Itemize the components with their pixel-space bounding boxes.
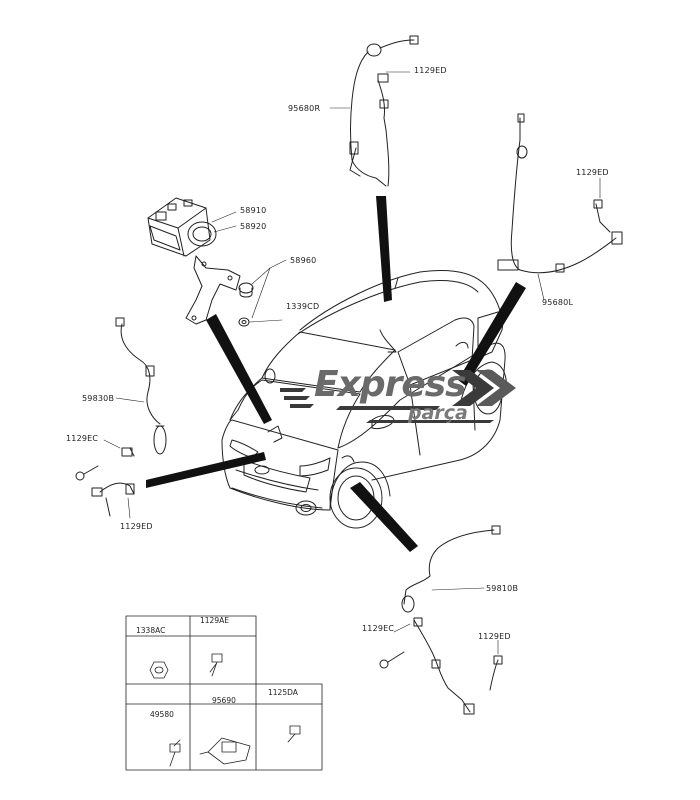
express-parca-logo: Express parça	[280, 362, 520, 432]
table-cell-label: 95690	[212, 696, 236, 705]
callout-59810b: 59810B	[486, 584, 519, 593]
callout-1129ec-bottom: 1129EC	[362, 624, 395, 633]
table-cell-label: 49580	[150, 710, 174, 719]
sensor-95680l	[497, 113, 623, 274]
sensor-95680r	[349, 35, 419, 187]
callout-1129ed-right: 1129ED	[576, 168, 609, 177]
logo-chevrons	[280, 370, 516, 423]
logo-subtitle: parça	[408, 402, 468, 424]
callout-1129ec-left: 1129EC	[66, 434, 99, 443]
callout-1129ed-top: 1129ED	[414, 66, 447, 75]
sensor-59810b	[379, 525, 503, 715]
leader-lines	[103, 71, 601, 655]
callout-58910: 58910	[240, 206, 267, 215]
logo-title: Express	[314, 364, 467, 405]
callout-95680r: 95680R	[288, 104, 321, 113]
abs-module	[147, 197, 254, 327]
callout-1339cd: 1339CD	[286, 302, 320, 311]
table-cell-label: 1125DA	[268, 688, 298, 697]
callout-95680l: 95680L	[542, 298, 574, 307]
parts-table	[125, 615, 323, 771]
callout-58960: 58960	[290, 256, 317, 265]
callout-1129ed-left: 1129ED	[120, 522, 153, 531]
table-cell-label: 1338AC	[136, 626, 166, 635]
callout-58920: 58920	[240, 222, 267, 231]
pointer-arrows	[146, 196, 526, 552]
table-cell-label: 1129AE	[200, 616, 229, 625]
callout-59830b: 59830B	[82, 394, 115, 403]
callout-1129ed-bottom: 1129ED	[478, 632, 511, 641]
sensor-59830b	[75, 317, 167, 517]
car-sensor-callouts	[267, 329, 469, 463]
